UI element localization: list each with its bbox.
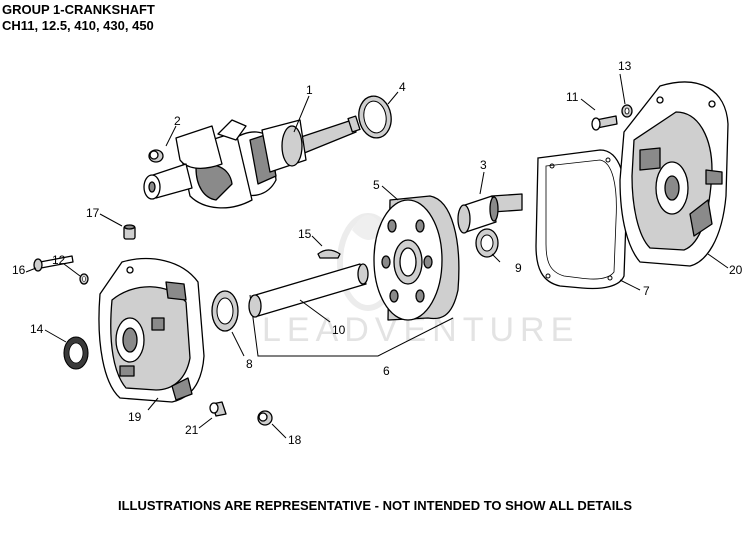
thrust-washer-part[interactable]	[356, 94, 395, 141]
oil-seal-part[interactable]	[63, 336, 89, 370]
callout-19: 19	[128, 410, 142, 424]
callout-7: 7	[643, 284, 650, 298]
flywheel-drum-part[interactable]	[373, 195, 460, 321]
washer-bolt-part[interactable]	[79, 273, 89, 285]
callout-4: 4	[399, 80, 406, 94]
gasket-part[interactable]	[535, 149, 627, 290]
callout-2: 2	[174, 114, 181, 128]
pin-part[interactable]	[123, 224, 136, 240]
callout-16: 16	[12, 263, 26, 277]
assembly-bracket-line	[249, 294, 454, 357]
plug-part[interactable]	[148, 149, 164, 163]
gear-shaft-part[interactable]	[457, 193, 523, 234]
plug-fitting-part[interactable]	[257, 410, 273, 426]
model-list: CH11, 12.5, 410, 430, 450	[2, 18, 154, 33]
disclaimer-footer: ILLUSTRATIONS ARE REPRESENTATIVE - NOT I…	[118, 498, 632, 513]
callout-14: 14	[30, 322, 44, 336]
leader-lines	[25, 73, 729, 439]
washer-small-part[interactable]	[475, 228, 499, 258]
callout-11: 11	[566, 90, 579, 104]
watermark-logo: LEADVENTURE	[262, 213, 573, 349]
callout-numbers: 1 2 3 4 5 6 7 8 9 10 11 12 13 14 15 16 1…	[12, 59, 743, 447]
woodruff-key-part[interactable]	[317, 249, 341, 259]
callout-6: 6	[383, 364, 390, 378]
callout-21: 21	[185, 423, 199, 437]
screw-part[interactable]	[591, 115, 618, 131]
callout-18: 18	[288, 433, 302, 447]
gear-cover-part[interactable]	[619, 81, 729, 267]
callout-10: 10	[332, 323, 346, 337]
callout-20: 20	[729, 263, 743, 277]
drive-shaft-part[interactable]	[248, 263, 369, 318]
callout-8: 8	[246, 357, 253, 371]
callout-13: 13	[618, 59, 632, 73]
page-title: GROUP 1-CRANKSHAFT	[2, 2, 155, 17]
crankshaft-part[interactable]	[143, 115, 361, 209]
callout-9: 9	[515, 261, 522, 275]
washer-tiny-part[interactable]	[621, 104, 633, 118]
washer-medium-part[interactable]	[211, 290, 239, 332]
callout-1: 1	[306, 83, 313, 97]
callout-3: 3	[480, 158, 487, 172]
callout-15: 15	[298, 227, 312, 241]
callout-5: 5	[373, 178, 380, 192]
callout-12: 12	[52, 253, 66, 267]
callout-17: 17	[86, 206, 100, 220]
crankcase-cover-part[interactable]	[98, 257, 205, 403]
fitting-part[interactable]	[209, 401, 227, 417]
